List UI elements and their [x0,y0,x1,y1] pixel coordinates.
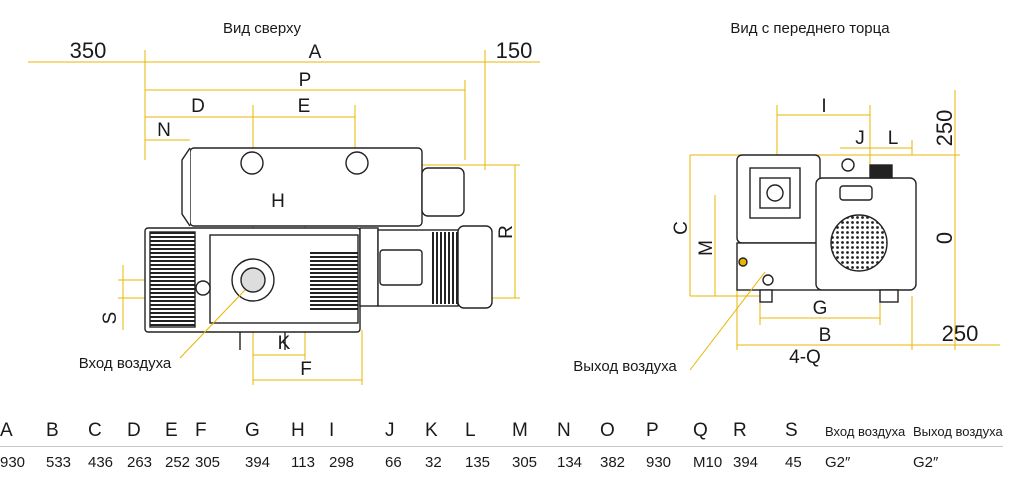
label-I: I [821,96,826,117]
table-header: Вход воздуха [825,416,913,447]
label-right-clearance: 150 [496,38,533,63]
table-cell: 930 [646,453,672,471]
dimension-drawing: Вид сверху Вид с переднего торца [28,20,1000,385]
table-cell: 298 [329,453,355,471]
label-right-value: 0 [932,232,957,244]
motor [359,225,493,309]
label-D: D [191,96,205,117]
table-header: F [195,416,245,447]
table-cell: 113 [291,453,315,471]
label-G: G [813,298,828,319]
front-view-title: Вид с переднего торца [730,20,890,37]
table-header-row: A B C D E F G H I J K L M N O P Q R S Вх… [0,416,1003,447]
label-left-clearance: 350 [70,38,107,63]
label-N: N [157,120,171,141]
table-header: Выход воздуха [913,416,1003,447]
table-cell: G2″ [913,453,939,471]
front-view-labels: I J L 250 0 C M G B 250 4-Q [671,96,978,368]
table-header: L [465,416,512,447]
label-B: B [819,325,832,346]
table-cell: 135 [465,453,491,471]
dimension-table: A B C D E F G H I J K L M N O P Q R S Вх… [0,416,1003,477]
table-cell: G2″ [825,453,851,471]
table-cell: 305 [195,453,221,471]
label-A: A [309,42,322,63]
table-header: P [646,416,693,447]
table-cell: 305 [512,453,538,471]
inlet-callout: Вход воздуха [79,355,172,372]
label-R: R [496,225,517,239]
top-view-labels: 350 150 A P D E N H R S K F [70,38,533,380]
table-cell: 394 [733,453,759,471]
table-values-row: 930 533 436 263 252 305 394 113 298 66 3… [0,447,1003,478]
table-header: B [46,416,88,447]
top-view [28,50,540,385]
table-header: I [329,416,385,447]
table-header: S [785,416,825,447]
label-bolts: 4-Q [789,347,821,368]
table-cell: 32 [425,453,442,471]
table-header: M [512,416,557,447]
table-cell: 394 [245,453,271,471]
label-P: P [299,70,312,91]
label-H: H [271,191,285,212]
table-header: A [0,416,46,447]
table-header: R [733,416,785,447]
table-cell: 134 [557,453,583,471]
label-M: M [696,240,717,256]
table-header: E [165,416,195,447]
label-F: F [300,359,312,380]
label-bottom-clearance: 250 [942,321,979,346]
label-E: E [298,96,311,117]
front-view [689,90,1000,350]
label-L: L [888,128,899,149]
table-header: D [127,416,165,447]
inlet-leader-line [179,289,246,359]
table-cell: 436 [88,453,114,471]
table-header: O [600,416,646,447]
table-header: K [425,416,465,447]
outlet-leader-line [689,271,766,371]
table-cell: 382 [600,453,626,471]
label-S: S [100,312,121,325]
label-K: K [278,333,291,354]
label-C: C [671,221,692,235]
pump-body [144,147,465,350]
label-J: J [855,128,865,149]
table-header: Q [693,416,733,447]
table-header: J [385,416,425,447]
table-cell: M10 [693,453,723,471]
table-cell: 252 [165,453,191,471]
table-cell: 66 [385,453,402,471]
top-view-title: Вид сверху [223,20,302,37]
table-header: N [557,416,600,447]
table-header: C [88,416,127,447]
table-header: G [245,416,291,447]
outlet-callout: Выход воздуха [573,358,677,375]
table-cell: 533 [46,453,72,471]
label-top-clearance: 250 [932,110,957,147]
table-cell: 45 [785,453,802,471]
table-cell: 930 [0,453,26,471]
front-pump-outline [736,154,917,303]
table-cell: 263 [127,453,153,471]
table-header: H [291,416,329,447]
